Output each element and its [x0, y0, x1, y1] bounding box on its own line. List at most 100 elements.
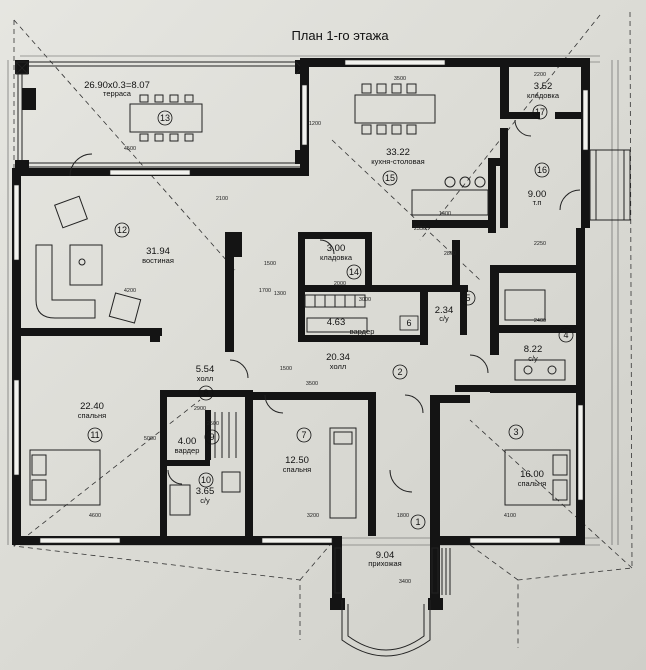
room-16-number: 16	[537, 165, 547, 175]
dim-value: 1700	[259, 288, 271, 294]
room-3-name: спальня	[518, 479, 546, 488]
room-3-number: 3	[513, 427, 518, 437]
furniture	[29, 83, 571, 595]
room-2-name: холл	[330, 362, 346, 371]
room-11-marker	[87, 427, 103, 443]
dim-value: 1500	[264, 261, 276, 267]
dim-value: 1300	[274, 291, 286, 297]
room-11-area: 22.40	[80, 401, 104, 412]
room-1-number: 1	[415, 517, 420, 527]
room-9-number: 9	[209, 432, 214, 442]
room-16-name: т.п	[533, 198, 542, 207]
room-17-area: 3.52	[534, 81, 553, 92]
room-5-marker	[460, 290, 476, 306]
room-labels: 1 9.04 прихожая 2 20.34 холл 3 16.00 спа…	[78, 80, 574, 568]
room-9-area: 4.00	[178, 436, 197, 447]
dim-value: 2400	[534, 318, 546, 324]
room-4-name: с/у	[528, 354, 538, 363]
room-8-marker	[198, 385, 214, 401]
room-1-name: прихожая	[368, 559, 401, 568]
room-7-marker	[296, 427, 312, 443]
plan-title: План 1-го этажа	[291, 28, 389, 43]
room-13-marker	[157, 110, 173, 126]
room-10-name: с/у	[200, 496, 210, 505]
dim-value: 1500	[280, 366, 292, 372]
room-14-name: кладовка	[320, 253, 353, 262]
room-7-name: спальня	[283, 465, 311, 474]
room-17-number: 17	[535, 107, 545, 117]
room-1-area: 9.04	[376, 550, 395, 561]
dim-value: 2000	[334, 281, 346, 287]
dim-value: 2900	[194, 406, 206, 412]
room-10-number: 10	[201, 475, 211, 485]
dim-value: 4100	[504, 513, 516, 519]
dim-value: 4200	[124, 288, 136, 294]
dim-value: 4500	[124, 146, 136, 152]
room-6-name: вардер	[350, 327, 375, 336]
room-1-marker	[410, 514, 426, 530]
room-2-number: 2	[397, 367, 402, 377]
room-15-area: 33.22	[386, 147, 410, 158]
room-5-name: с/у	[439, 314, 449, 323]
room-9-marker	[204, 429, 220, 445]
room-13-area: 26.90x0.3=8.07	[84, 80, 150, 91]
room-6-number: 6	[406, 318, 411, 328]
dim-value: 2350	[414, 226, 426, 232]
room-10-area: 3.65	[196, 486, 215, 497]
dim-value: 2100	[216, 196, 228, 202]
dim-value: 4600	[89, 513, 101, 519]
dim-value: 1800	[397, 513, 409, 519]
room-8-name: холл	[197, 374, 213, 383]
dim-value: 3200	[307, 513, 319, 519]
dimension-values: 4500 3500 2200 1500 1700 4200 5000 3200 …	[89, 72, 546, 585]
room-9-name: вардер	[175, 446, 200, 455]
room-3-area: 16.00	[520, 469, 544, 480]
dim-value: 2250	[534, 241, 546, 247]
dim-value: 3400	[399, 579, 411, 585]
room-13-name: терраса	[103, 89, 132, 98]
room-8-area: 5.54	[196, 364, 215, 375]
dim-value: 2200	[534, 72, 546, 78]
room-17-name: кладовка	[527, 91, 560, 100]
room-14-number: 14	[349, 267, 359, 277]
room-12-marker	[114, 222, 130, 238]
dim-value: 1400	[439, 211, 451, 217]
room-6-marker	[399, 315, 419, 331]
room-6-area: 4.63	[327, 317, 346, 328]
room-12-area: 31.94	[146, 246, 170, 257]
room-5-area: 2.34	[435, 305, 454, 316]
room-13-number: 13	[160, 113, 170, 123]
room-16-area: 9.00	[528, 189, 547, 200]
walls	[12, 58, 590, 610]
porch-bay	[334, 547, 439, 657]
room-8-number: 8	[203, 388, 208, 398]
room-17-marker	[532, 104, 548, 120]
dim-value: 2800	[444, 251, 456, 257]
room-15-marker	[382, 170, 398, 186]
room-10-marker	[198, 472, 214, 488]
room-4-area: 8.22	[524, 344, 543, 355]
room-15-number: 15	[385, 173, 395, 183]
room-4-marker	[558, 327, 574, 343]
dim-value: 3500	[306, 381, 318, 387]
room-14-marker	[346, 264, 362, 280]
room-16-marker	[534, 162, 550, 178]
room-14-area: 3.00	[327, 243, 346, 254]
dim-value: 3500	[394, 76, 406, 82]
room-4-number: 4	[563, 330, 568, 340]
room-3-marker	[508, 424, 524, 440]
dim-value: 1200	[309, 121, 321, 127]
windows	[13, 59, 589, 544]
room-5-number: 5	[465, 293, 470, 303]
dim-value: 3000	[359, 297, 371, 303]
dim-value: 2500	[207, 421, 219, 427]
room-12-name: востиная	[142, 256, 174, 265]
room-7-area: 12.50	[285, 455, 309, 466]
room-11-number: 11	[90, 430, 99, 440]
room-2-area: 20.34	[326, 352, 350, 363]
side-porch	[589, 149, 631, 221]
room-12-number: 12	[117, 225, 127, 235]
room-11-name: спальня	[78, 411, 106, 420]
